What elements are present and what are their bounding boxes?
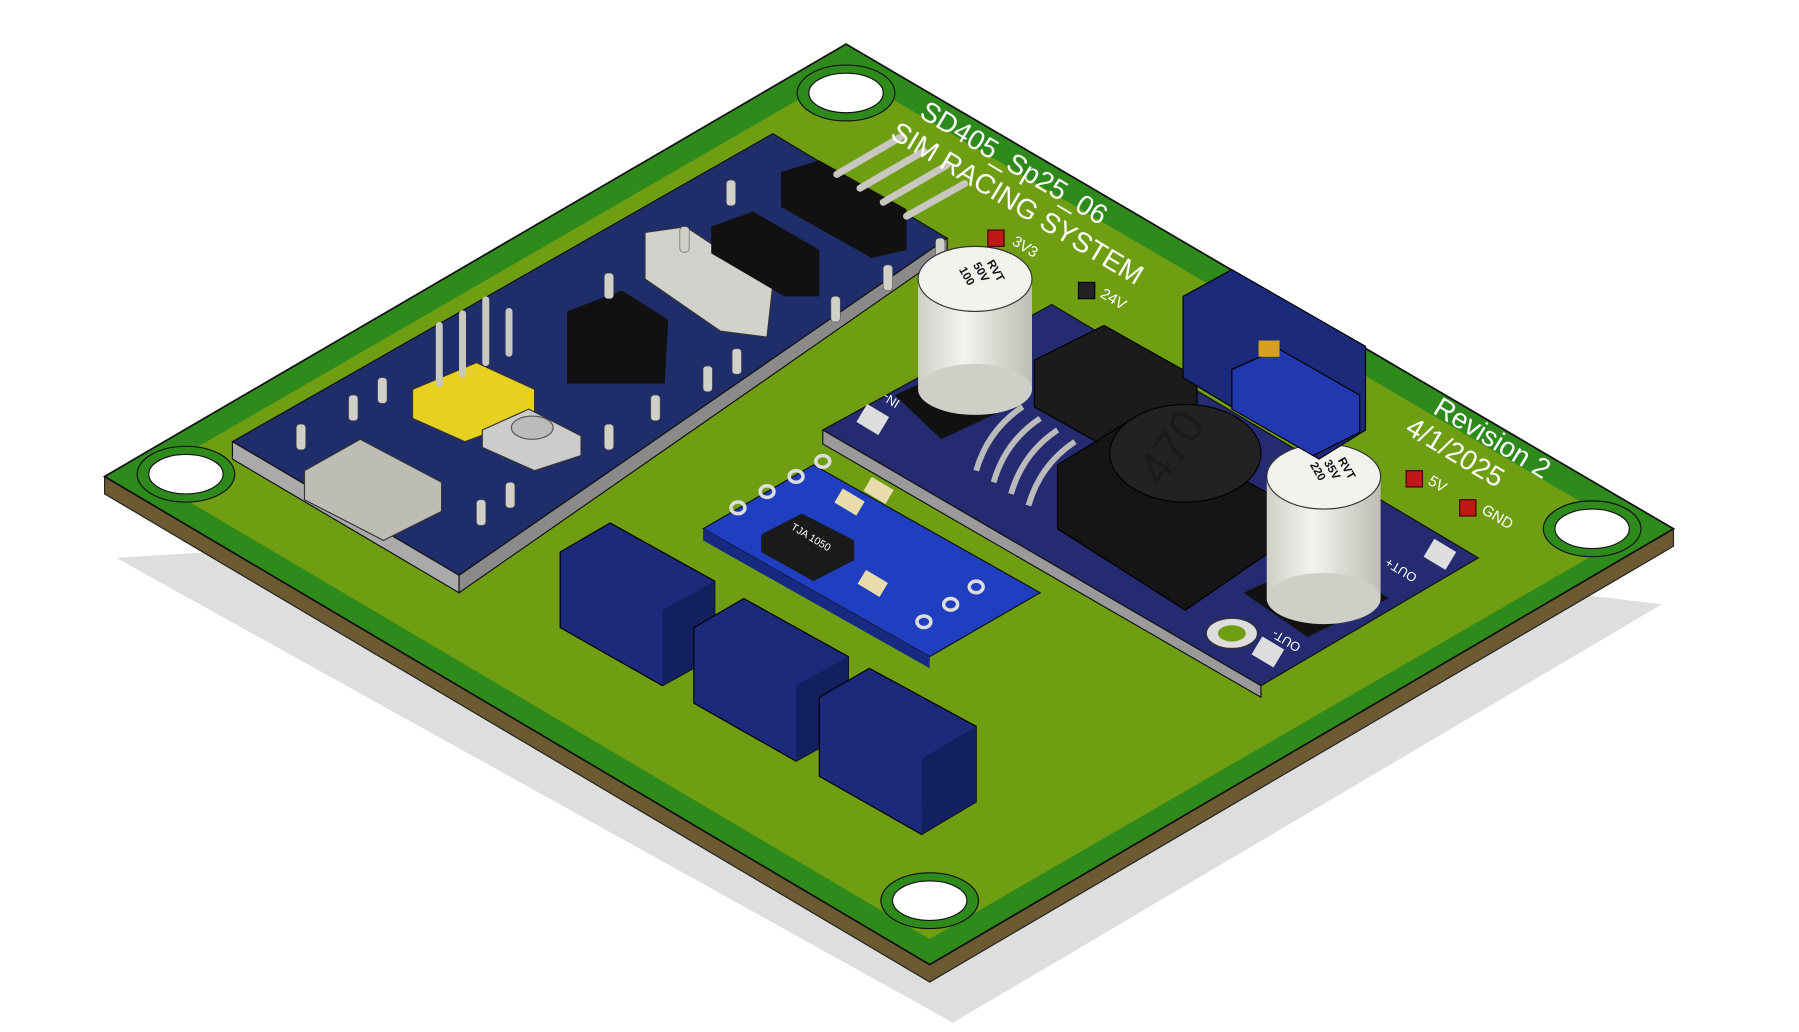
can-transceiver-module: TJA 1050: [701, 453, 1042, 669]
jst-connector-1: [559, 522, 716, 687]
buck-converter-module: LM2596 470 IN- OUT+ OUT- 100 50V RVT 220…: [821, 245, 1480, 699]
header-ic: [711, 211, 820, 297]
mounting-holes: [136, 64, 1642, 930]
jst-connector-3: [818, 667, 977, 836]
input-capacitor: 100 50V RVT: [894, 245, 1033, 440]
output-capacitor: 220 35V RVT: [1243, 443, 1389, 637]
usb-connector: [303, 438, 443, 542]
programming-header: [780, 160, 907, 259]
reset-button: [481, 408, 582, 472]
power-connector: [1182, 268, 1367, 460]
reset-button-cap[interactable]: [510, 415, 554, 440]
tja1050-chip: [761, 513, 855, 582]
mcu-chip: [567, 290, 669, 384]
mcu-module: [231, 132, 969, 594]
